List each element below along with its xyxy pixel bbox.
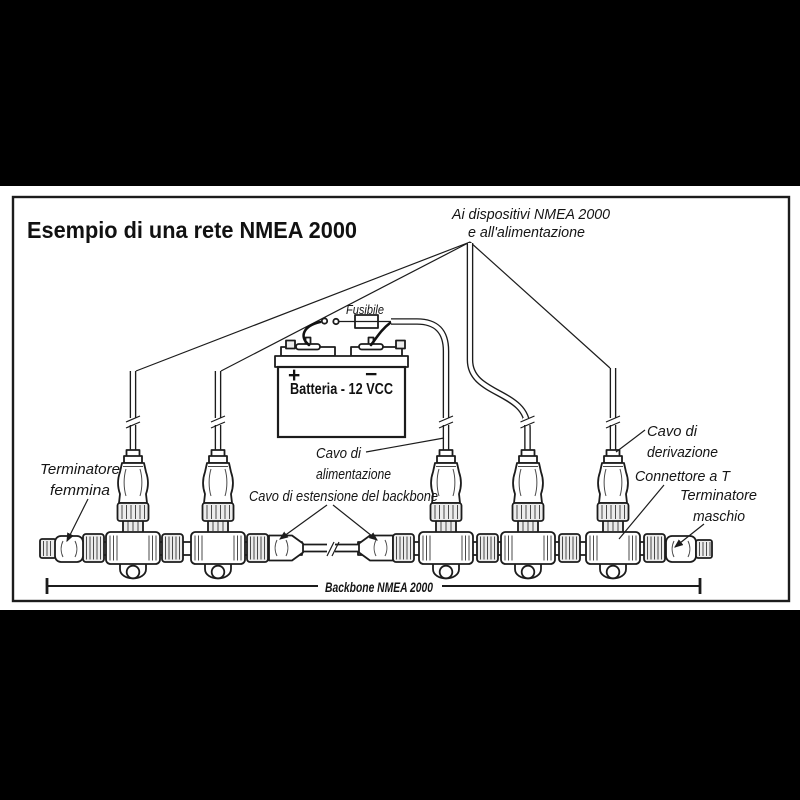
battery: + − Batteria - 12 VCC [274, 336, 409, 439]
diagram-border [11, 195, 791, 603]
backbone-label: Backbone NMEA 2000 [325, 579, 433, 595]
fuse-label: Fusibile [346, 302, 384, 317]
fan-line-1 [135, 241, 471, 372]
dimension-tick-right [698, 578, 702, 594]
drop-cable-label-line2: derivazione [647, 444, 718, 461]
letterbox-bottom [0, 610, 800, 800]
male-terminator-grips [671, 540, 691, 558]
battery-minus-sign: − [365, 363, 377, 386]
cables [125, 243, 621, 458]
fan-line-2 [220, 241, 471, 372]
battery-post-right [395, 339, 406, 350]
female-terminator-label-line2: femmina [50, 482, 110, 499]
coupling-nut-3 [246, 533, 269, 563]
coupling-nut-2 [161, 533, 184, 563]
coupling-nut-7 [643, 533, 666, 563]
female-terminator-label-line1: Terminatore [40, 461, 120, 478]
extension-cable-label: Cavo di estensione del backbone [249, 488, 438, 505]
backbone-dimension: Backbone NMEA 2000 [45, 578, 702, 595]
extension-connector-right-grips [373, 539, 388, 557]
extension-pointer-right [332, 504, 378, 541]
devices-callout-line2: e all'alimentazione [468, 224, 585, 241]
fan-line-3 [469, 241, 611, 369]
female-terminator [39, 535, 84, 563]
devices-callout: Ai dispositivi NMEA 2000 e all'alimentaz… [451, 206, 611, 241]
power-cable-core [391, 319, 448, 458]
switch-contact-1 [320, 317, 329, 325]
female-terminator-ribs [43, 541, 51, 556]
t-connector-label: Connettore a T [635, 468, 732, 485]
female-terminator-body [54, 535, 84, 563]
drop-cable-label-line1: Cavo di [647, 423, 698, 440]
switch-contact-2 [332, 317, 340, 326]
fan-lines [135, 241, 611, 372]
backbone-extension-cable [268, 534, 394, 562]
power-cable-label-line1: Cavo di [316, 445, 362, 462]
power-cable-label-line2: alimentazione [316, 466, 391, 483]
battery-label: Batteria - 12 VCC [290, 381, 393, 398]
battery-pos-wire [302, 320, 322, 347]
battery-post-left [285, 339, 296, 350]
extension-connector-left-grips [274, 539, 289, 557]
male-terminator-tip-ribs [699, 542, 711, 556]
t-connector-pointer [618, 484, 665, 540]
coupling-nut-6 [558, 533, 581, 563]
battery-plus-sign: + [288, 364, 300, 387]
extension-pointer-left [279, 504, 328, 540]
female-terminator-grips [60, 540, 78, 558]
dimension-tick-left [45, 578, 49, 594]
male-terminator [665, 535, 713, 563]
male-terminator-label-line2: maschio [693, 508, 745, 525]
battery-body [276, 365, 407, 439]
page-title: Esempio di una rete NMEA 2000 [27, 217, 357, 243]
male-terminator-label-line1: Terminatore [680, 487, 757, 504]
extension-cable-break [326, 541, 340, 557]
female-terminator-pointer [66, 498, 89, 543]
drop-cable-pointer [615, 429, 646, 453]
coupling-nut-1 [82, 533, 105, 563]
extension-connector-left [268, 534, 304, 562]
devices-callout-line1: Ai dispositivi NMEA 2000 [451, 206, 611, 223]
coupling-nut-5 [476, 533, 499, 563]
callout-labels: Terminatore femmina Cavo di alimentazion… [40, 423, 757, 548]
letterbox-top [0, 0, 800, 186]
male-terminator-body [665, 535, 697, 563]
power-cable-pointer [365, 437, 445, 453]
coupling-nut-4 [392, 533, 415, 563]
battery-neg-wire [369, 321, 392, 347]
male-terminator-pointer [674, 523, 705, 548]
fuse-circuit: Fusibile [302, 302, 392, 347]
female-terminator-tip [39, 538, 57, 559]
